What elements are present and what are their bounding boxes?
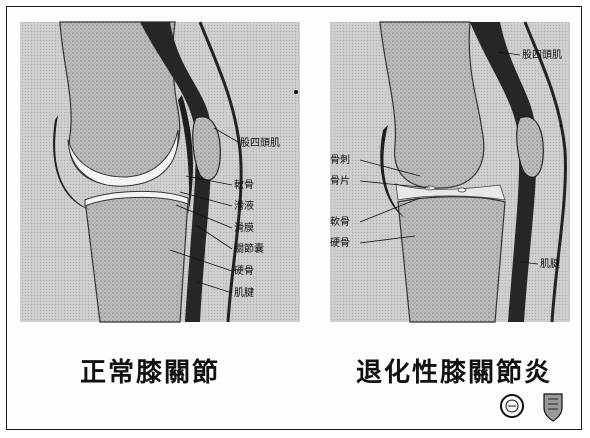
label-quadriceps-tendon-right: 股四頭肌 <box>522 50 562 61</box>
label-muscle-right: 肌腱 <box>540 259 560 270</box>
femur <box>380 22 484 188</box>
tibia <box>398 197 505 322</box>
arthritic-knee-title: 退化性膝關節炎 <box>356 352 552 389</box>
label-cartilage-right: 軟骨 <box>330 217 350 228</box>
university-crest-icon <box>544 394 562 421</box>
label-cartilage-left: 軟骨 <box>234 180 254 191</box>
tibia <box>85 193 188 322</box>
label-joint-capsule: 關節囊 <box>234 244 264 255</box>
speck <box>294 90 298 94</box>
label-bone-right: 硬骨 <box>330 238 350 249</box>
circular-seal-icon <box>501 395 523 417</box>
label-bone-left: 硬骨 <box>234 266 254 277</box>
normal-knee-illustration <box>20 22 300 322</box>
label-muscle-left: 肌腱 <box>234 288 254 299</box>
normal-knee-title: 正常膝關節 <box>80 352 220 389</box>
arthritic-knee-illustration <box>330 22 570 322</box>
label-synovial-fluid: 滑液 <box>234 201 254 212</box>
speck <box>560 125 563 128</box>
label-synovium: 滑膜 <box>234 223 254 234</box>
label-bone-spur: 骨刺 <box>330 155 350 166</box>
label-quadriceps-tendon-left: 股四頭肌 <box>240 138 280 149</box>
label-bone-fragment: 骨片 <box>330 176 350 187</box>
